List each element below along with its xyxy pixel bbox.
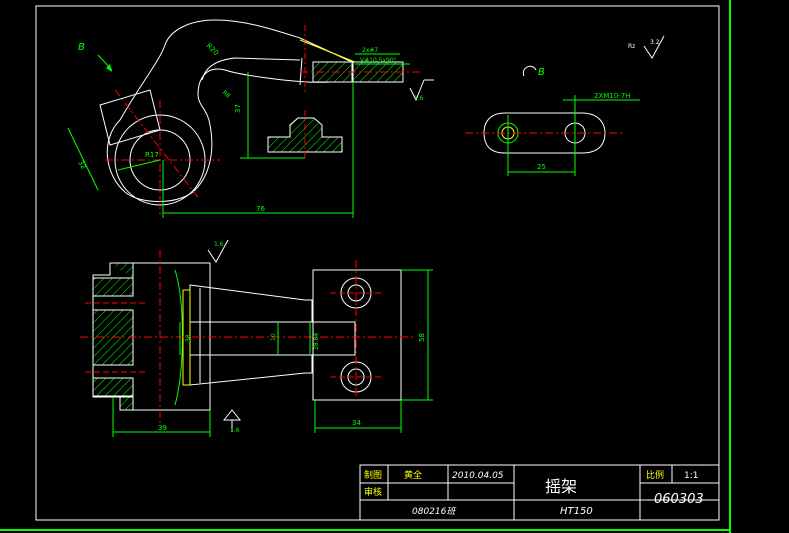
roughness-symbol-a	[409, 79, 425, 102]
tb-scale-value: 1:1	[684, 471, 698, 481]
dim-28-text: 28.84	[313, 333, 320, 350]
view-b-outline	[483, 112, 606, 154]
surface-roughness-text: 3.2	[650, 39, 660, 46]
arm-neck	[182, 289, 191, 386]
view-b-arrowhead	[106, 64, 112, 72]
dim-25-text: 25	[537, 163, 546, 171]
hub-hatch-corner	[110, 262, 134, 278]
tb-class-code: 080216班	[412, 506, 457, 517]
hub-hatch-corner-b	[119, 396, 134, 411]
roughness-a-text: 1.6	[414, 95, 424, 102]
roughness-b-text: 1.6	[214, 241, 224, 248]
dim-38-text: 38	[185, 334, 192, 342]
end-block	[312, 269, 402, 401]
arm-inner-edge	[201, 57, 301, 81]
arm-body-outline	[189, 284, 356, 386]
flange-outline	[99, 89, 161, 146]
roughness-symbol-b	[207, 239, 229, 263]
hub-hatch-top	[92, 277, 134, 297]
title-block: 制图 黄全 2010.04.05 审核 摇架 比例 1:1 080216班 HT…	[359, 464, 720, 521]
dim-32-text: 32	[76, 159, 87, 171]
dim-r17-leader	[117, 159, 161, 171]
tb-scale-label: 比例	[646, 469, 664, 481]
thread-note-text: 2XM10-7H	[594, 92, 630, 100]
view-b-rotate-arrow	[522, 65, 537, 77]
dim-r17-text: R17	[145, 151, 159, 159]
dim-39-text: 39	[158, 424, 167, 432]
dim-10-text: 10	[270, 333, 277, 341]
tb-drawn-name: 黄全	[404, 469, 422, 481]
tb-drawing-number: 060303	[654, 492, 704, 507]
roughness-symbol-c	[222, 409, 242, 421]
tb-date: 2010.04.05	[452, 471, 504, 481]
view-b: 25 2XM10-7H B Rz 3.2	[465, 35, 665, 176]
dim-r8-text: R8	[221, 89, 232, 100]
dim-37-text: 37	[234, 104, 242, 113]
bottom-view: 38 10 28.84 58 39 34 1.6 1.6	[80, 239, 433, 437]
surface-roughness-symbol	[643, 35, 665, 59]
main-outline	[106, 19, 353, 202]
callout-chamfer-text: 2x#7	[362, 47, 378, 54]
dim-58-text: 58	[418, 333, 426, 342]
main-view: 37 76 32 R17 R20 R8 B 2x#7 V#10.5x90° 1.…	[67, 19, 434, 218]
dim-32-line	[67, 127, 99, 191]
dim-r20-text: R20	[205, 42, 220, 57]
roughness-c-text: 1.6	[230, 427, 240, 434]
title-block-frame	[359, 464, 720, 521]
tb-check-label: 审核	[364, 486, 382, 498]
callout-countersink-text: V#10.5x90°	[360, 57, 397, 64]
dim-76-text: 76	[256, 205, 265, 213]
surface-note-text: Rz	[628, 43, 635, 50]
dim-34-text: 34	[352, 419, 361, 427]
tb-drawn-label: 制图	[364, 469, 382, 481]
callout-leader	[299, 39, 356, 63]
view-b-direction-label: B	[78, 42, 85, 53]
hub-hatch-bottom	[92, 377, 134, 397]
bore-centerline-diag	[114, 89, 201, 201]
tb-material: HT150	[560, 506, 593, 517]
view-b-label: B	[538, 67, 545, 78]
tb-part-name: 摇架	[545, 477, 577, 496]
